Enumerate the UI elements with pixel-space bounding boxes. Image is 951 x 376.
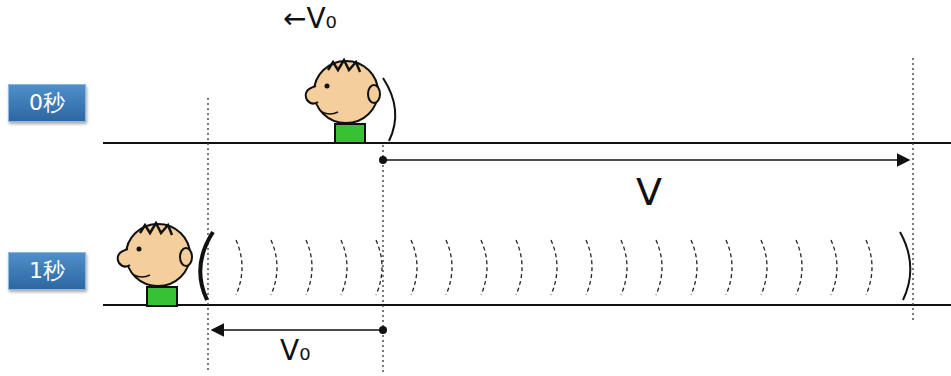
ground-line [103, 142, 951, 144]
guide-line [382, 145, 383, 372]
wave-arc [376, 240, 382, 295]
wave-arc [586, 240, 592, 295]
ground-line [103, 304, 951, 306]
wave-arc [761, 240, 767, 295]
guide-line [207, 98, 208, 372]
wave-arc [341, 240, 347, 295]
time-badge: 0秒 [8, 84, 86, 122]
time-label: 0秒 [29, 88, 65, 118]
wave-arc [726, 240, 732, 295]
velocity-label: ←V₀ [283, 2, 337, 35]
distance-label: V [636, 170, 662, 214]
wave-front [900, 232, 910, 300]
distance-arrow [383, 159, 909, 161]
wave-arc [481, 240, 487, 295]
wave-front [200, 232, 213, 300]
wave-arc [831, 240, 837, 295]
wave-arc [446, 240, 452, 295]
wave-arc [516, 240, 522, 295]
wave-arc [306, 240, 312, 295]
wave-arc [691, 240, 697, 295]
wave-arc [411, 240, 417, 295]
wave-arc [621, 240, 627, 295]
wave-arc [796, 240, 802, 295]
wave-arc [866, 240, 872, 295]
wave-front [383, 78, 395, 141]
guide-line [912, 58, 913, 322]
wave-arc [236, 240, 242, 295]
time-badge: 1秒 [8, 252, 86, 290]
time-label: 1秒 [29, 256, 65, 286]
wave-arc [551, 240, 557, 295]
distance-arrow [212, 329, 383, 331]
person-figure [118, 223, 192, 306]
wave-arc [656, 240, 662, 295]
wave-arc [271, 240, 277, 295]
distance-label: V₀ [280, 334, 310, 367]
wave-set [236, 240, 872, 295]
person-figure [306, 60, 380, 143]
